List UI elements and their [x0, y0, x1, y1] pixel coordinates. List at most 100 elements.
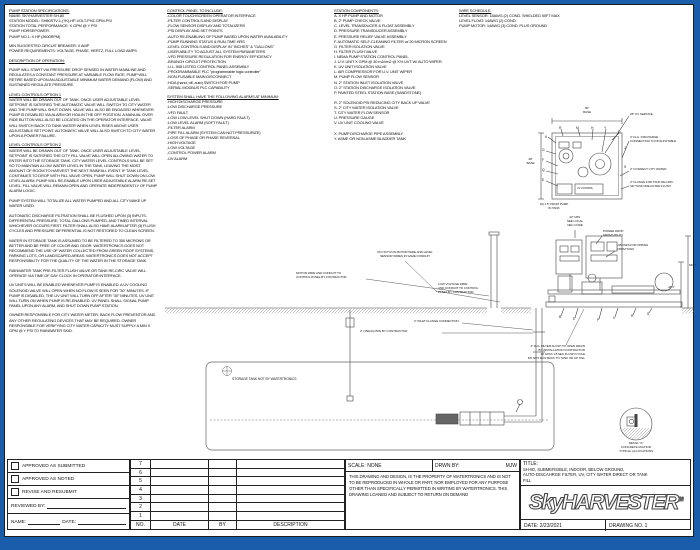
- plan-letter: E: [542, 178, 545, 182]
- approval-block: APPROVED AS SUBMITTED APPROVED AS NOTED …: [7, 459, 130, 530]
- revision-header-by: BY: [209, 520, 237, 529]
- revise-and-resubmit-checkbox[interactable]: [11, 488, 19, 496]
- name-label: NAME:: [11, 519, 27, 525]
- callout-pipe-by-contractor: 2" (150psi) PIPE BY CONTRACTOR: [360, 328, 408, 333]
- para-filter: AUTOMATIC DISCHARGE FILTRATION SHALL BE …: [9, 212, 156, 234]
- revision-header-description: DESCRIPTION: [273, 521, 308, 528]
- para-owner: OWNER RESPONSIBLE FOR CITY WATER METER, …: [9, 312, 156, 333]
- alarms-list: -HIGH DISCHARGE PRESSURE -LOW DISCHARGE …: [167, 99, 261, 161]
- para-uv: UV UNITS WILL BE ENABLED WHENEVER PUMP I…: [9, 282, 155, 308]
- side-letter: V: [613, 316, 616, 320]
- plan-letter: J: [624, 146, 626, 150]
- callout-nec: 42" MIN. SEE LOCAL NEC CODE: [566, 215, 584, 227]
- plan-letter: K: [545, 135, 548, 139]
- alarms-heading: SYSTEM SHALL HAVE THE FOLLOWING ALARMS A…: [167, 94, 279, 100]
- copyright-text: THIS DRAWING AND DESIGN, IS THE PROPERTY…: [349, 474, 511, 498]
- plan-letter: R: [559, 126, 562, 130]
- power-lines: MIN SUGGESTED CIRCUIT BREAKER: X AMP POW…: [9, 43, 137, 54]
- components-list: A. X HP PUMP AND MOTOR B. 2" PUMP CHECK …: [334, 13, 447, 141]
- name-field[interactable]: [28, 519, 61, 525]
- riser-pipes: [504, 308, 545, 423]
- approval-option-label: REVISE AND RESUBMIT: [22, 489, 77, 495]
- approval-row: APPROVED AS SUBMITTED: [8, 460, 129, 473]
- revision-no: 6: [131, 468, 151, 478]
- date-label: DATE:: [62, 519, 76, 525]
- plan-width-dim: 90" BASE: [583, 106, 591, 114]
- scale-row: SCALE: NONE DRWN BY: MJW: [346, 460, 519, 472]
- callout-city-water: 2" CONNECT CITY WATER: [630, 167, 667, 171]
- drawn-by-label: DRWN BY:: [435, 462, 460, 469]
- approved-as-submitted-checkbox[interactable]: [11, 462, 19, 470]
- floor-line: [165, 307, 695, 314]
- approval-option-label: APPROVED AS SUBMITTED: [22, 463, 86, 469]
- logo-area: SkyHARVESTERTM: [521, 486, 690, 521]
- side-elevation: [545, 235, 691, 320]
- scale-value: NONE: [367, 462, 382, 469]
- revision-header-no: NO.: [131, 520, 151, 529]
- dim-height-1: 63¾": [689, 263, 696, 267]
- date-field[interactable]: [77, 519, 126, 525]
- approval-option-label: APPROVED AS NOTED: [22, 476, 75, 482]
- trademark-symbol: TM: [677, 496, 684, 503]
- pump-note-label: (N) 1.5" FROM PUMP IN TANK: [539, 202, 569, 210]
- callout-discharge: 2" FLG. DISCHARGE CONNECTION TO NON-POTA…: [630, 135, 677, 143]
- scale-label: SCALE:: [348, 462, 366, 469]
- callout-filter-flush: 3" FLG. FILTER FLUSH TO OPEN DRAIN BY IN…: [527, 344, 585, 360]
- plan-letter: Q: [542, 168, 545, 172]
- title-block: TITLE: SH-80, SUBMERSIBLE, INDOOR, BELOW…: [520, 459, 691, 532]
- option1-heading: LEVEL CONTROLS OPTION 1: [9, 91, 61, 97]
- revision-header-date: DATE: [151, 520, 209, 529]
- plan-depth-dim: 48" BASE: [526, 157, 535, 165]
- side-letter: P: [597, 318, 600, 322]
- plan-letter: D: [618, 130, 621, 134]
- components-heading: STATION COMPONENTS:: [334, 8, 379, 13]
- revision-table: 7 6 5 4 3 2 1 NO. DATE BY DESCRIPTION: [130, 459, 345, 530]
- uv-control-label: UV CONTROL: [577, 186, 594, 190]
- callout-tank-recirc: 2" FLANGE FOR TANK RE-CIRC OR TANK PRE-F…: [630, 180, 674, 188]
- standpipe: [488, 231, 500, 308]
- revision-no: 1: [131, 512, 151, 521]
- para-recirc: RAINWATER TANK PRE-FILTER FLUSH VALVE OR…: [9, 267, 147, 278]
- reviewed-by-field[interactable]: [47, 503, 126, 509]
- control-panel-list: -COLOR TOUCHSCREEN OPERATOR INTERFACE -F…: [167, 13, 288, 90]
- skyharvester-logo: SkyHARVESTERTM: [528, 490, 684, 514]
- wire-schedule-lines: LEVEL SENSOR: 18AWG (2) COND. SHIELDED 5…: [459, 13, 560, 29]
- side-letter: R: [631, 314, 634, 318]
- plan-letter: F: [542, 158, 545, 162]
- option2-heading: LEVEL CONTROLS OPTION 2: [9, 142, 61, 148]
- drawing-title: SH-80, SUBMERSIBLE, INDOOR, BELOW GROUND…: [521, 467, 690, 487]
- title-label: TITLE:: [523, 461, 539, 467]
- revision-no: 7: [131, 460, 151, 469]
- date-value: 2/23/2021: [539, 522, 562, 529]
- callout-inlet-flange: 2" INLET FLANGE CONNECTION: [414, 319, 459, 323]
- drawing-no: DRAWING NO. 1: [609, 522, 648, 529]
- name-date-row: NAME: DATE:: [8, 514, 129, 530]
- callout-low-voltage: LOW VOLTAGE WIRE AND CONDUIT TO CONTROL …: [438, 282, 479, 294]
- revision-no: 4: [131, 486, 151, 495]
- wire-schedule: WIRE SCHEDULE: LEVEL SENSOR: 18AWG (2) C…: [459, 8, 639, 33]
- revision-no: 5: [131, 477, 151, 487]
- callout-jboxes: J-BOXES FOR WIRING FROM TANK: [617, 243, 649, 251]
- plan-letter: G: [542, 148, 545, 152]
- approved-as-noted-checkbox[interactable]: [11, 475, 19, 483]
- side-letter: B: [559, 315, 562, 319]
- callout-no-same-conduit: DO NOT RUN MOTOR WIRE AND LEVEL SENSOR W…: [377, 250, 433, 258]
- specs-column: PUMP STATION SPECIFICATIONS: NAME: SKYHA…: [9, 8, 157, 337]
- drawing-sheet: PUMP STATION SPECIFICATIONS: NAME: SKYHA…: [4, 4, 694, 537]
- side-letter: S: [647, 312, 650, 316]
- dim-height-2: 42½": [668, 285, 675, 289]
- plan-view: [538, 115, 630, 258]
- plan-letter: S: [624, 165, 627, 169]
- callout-uv-service: 28" UV SERVICE: [630, 112, 653, 116]
- scale-block: SCALE: NONE DRWN BY: MJW THIS DRAWING AN…: [345, 459, 520, 530]
- date-row: DATE: 2/23/2021 DRAWING NO. 1: [521, 520, 690, 532]
- reviewed-by-label: REVIEWED BY:: [11, 503, 46, 509]
- leader-lines: [365, 260, 585, 346]
- para-totalize: PUMP SYSTEM WILL TOTALIZE ALL WATER PUMP…: [9, 198, 147, 209]
- callout-motor-wire: MOTOR WIRE AND CONDUIT TO CONTROL PANEL …: [296, 271, 347, 279]
- storage-tank-label: STORAGE TANK NOT BY WATERTRONICS: [232, 377, 297, 381]
- callout-power-drop: POWER DROP FROM UTILITY: [603, 229, 624, 237]
- control-panel-heading: CONTROL PANEL TO INCLUDE:: [167, 8, 223, 13]
- revision-no: 3: [131, 494, 151, 504]
